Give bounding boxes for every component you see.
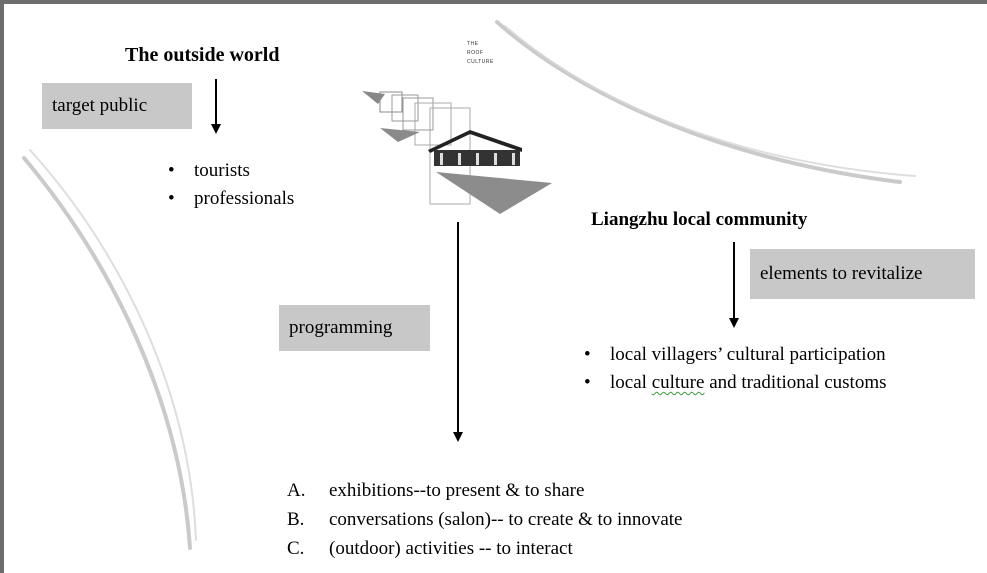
list-item: B. conversations (salon)-- to create & to… bbox=[287, 505, 683, 534]
list-item: tourists bbox=[168, 157, 294, 185]
item-letter: A. bbox=[287, 480, 306, 501]
slide-frame-top bbox=[0, 0, 987, 4]
item-text: exhibitions--to present & to share bbox=[329, 480, 585, 501]
local-bullet-2-pre: local bbox=[610, 372, 652, 393]
left-brush-curve bbox=[22, 156, 192, 550]
item-letter: B. bbox=[287, 509, 305, 530]
local-bullet-list: local villagers’ cultural participation … bbox=[584, 341, 887, 397]
outside-world-heading: The outside world bbox=[125, 44, 280, 66]
item-letter: C. bbox=[287, 538, 305, 559]
programming-label: programming bbox=[289, 317, 393, 338]
item-text: conversations (salon)-- to create & to i… bbox=[329, 509, 683, 530]
list-item: A. exhibitions--to present & to share bbox=[287, 476, 683, 505]
roof-illustration bbox=[362, 91, 552, 214]
programming-box: programming bbox=[279, 305, 430, 351]
spellcheck-word-culture[interactable]: culture bbox=[651, 372, 705, 393]
list-item: professionals bbox=[168, 185, 294, 213]
local-bullet-2-post: and traditional customs bbox=[704, 372, 887, 393]
slide-frame-left bbox=[0, 0, 4, 573]
top-right-brush-curve bbox=[495, 20, 902, 184]
roof-culture-logo: THE ROOF CULTURE bbox=[467, 40, 494, 67]
list-item: C. (outdoor) activities -- to interact bbox=[287, 534, 683, 563]
programming-activity-list: A. exhibitions--to present & to share B. c… bbox=[287, 476, 683, 563]
left-brush-curve-faint bbox=[29, 149, 197, 541]
logo-line-3: CULTURE bbox=[467, 59, 494, 65]
logo-line-1: THE bbox=[467, 41, 479, 47]
elements-to-revitalize-label: elements to revitalize bbox=[760, 263, 923, 284]
top-right-brush-curve-faint bbox=[504, 25, 916, 177]
target-public-label: target public bbox=[52, 95, 148, 116]
outside-bullet-list: tourists professionals bbox=[168, 157, 294, 213]
local-community-heading: Liangzhu local community bbox=[591, 209, 808, 230]
elements-to-revitalize-box: elements to revitalize bbox=[750, 249, 975, 299]
logo-line-2: ROOF bbox=[467, 50, 484, 56]
list-item: local culture and traditional customs bbox=[584, 369, 887, 397]
list-item: local villagers’ cultural participation bbox=[584, 341, 887, 369]
target-public-box: target public bbox=[42, 83, 192, 129]
arrows bbox=[211, 79, 739, 442]
local-bullet-1-text: local villagers’ cultural participation bbox=[610, 344, 886, 365]
item-text: (outdoor) activities -- to interact bbox=[329, 538, 573, 559]
